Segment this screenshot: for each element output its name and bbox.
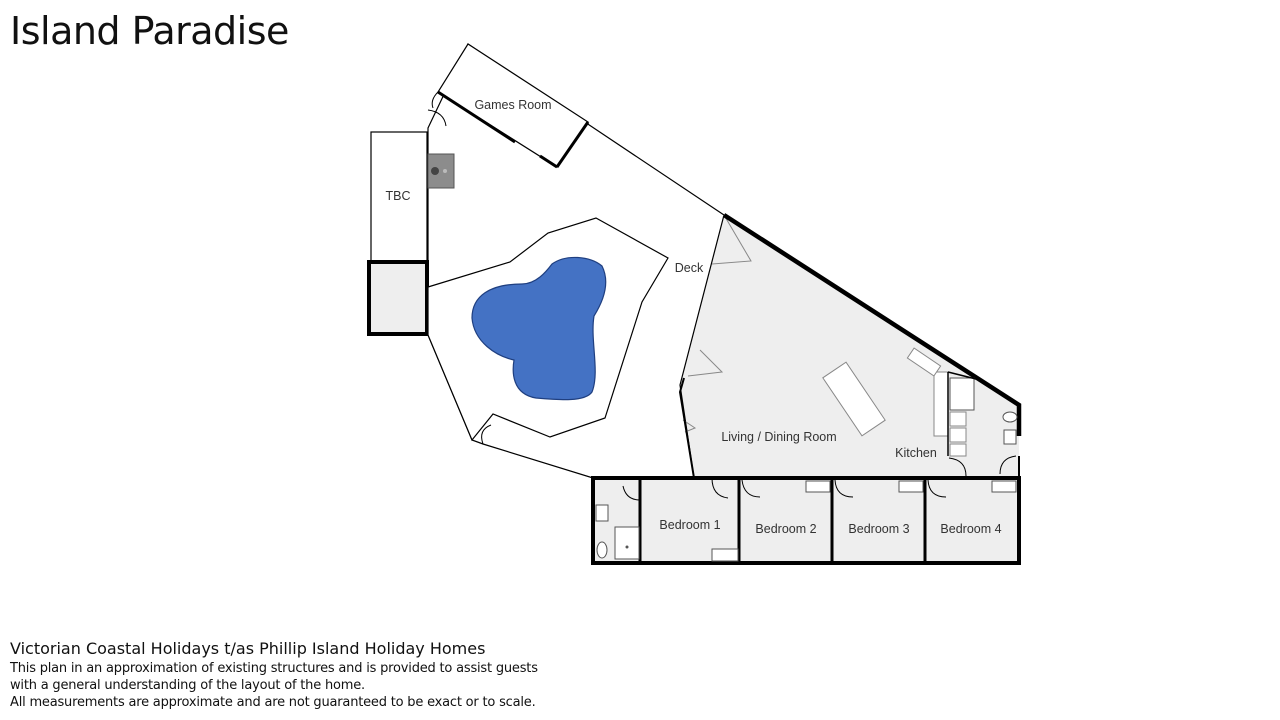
bbq-knob-icon (443, 169, 447, 173)
wardrobe-icon (898, 480, 924, 493)
cabinet-icon (949, 443, 967, 457)
page-title: Island Paradise (10, 9, 289, 53)
label-bedroom-2: Bedroom 2 (755, 522, 816, 536)
bedroom-wing-floor (593, 478, 1019, 563)
door-swing (927, 479, 947, 498)
door-swing (741, 479, 761, 498)
basin-icon (595, 504, 609, 522)
deck-steps (682, 419, 697, 433)
dining-table (822, 361, 886, 437)
cabinet-icon (949, 427, 967, 443)
door-swing (948, 457, 967, 477)
company-name: Victorian Coastal Holidays t/as Phillip … (10, 639, 486, 658)
footer: Victorian Coastal Holidays t/as Phillip … (10, 638, 538, 711)
label-deck: Deck (675, 261, 704, 275)
door-swing (431, 91, 439, 109)
bedroom-wing-outline (591, 476, 1021, 565)
label-bedroom-1: Bedroom 1 (659, 518, 720, 532)
toilet-icon (1002, 411, 1018, 423)
wardrobe-icon (991, 480, 1017, 493)
door-swing (999, 455, 1017, 475)
laundry-wall (947, 371, 981, 381)
label-bedroom-4: Bedroom 4 (940, 522, 1001, 536)
drain-icon (625, 545, 629, 549)
deck-steps (711, 214, 752, 265)
deck-outline (427, 43, 725, 479)
door-swing (427, 109, 447, 127)
disclaimer-line: with a general understanding of the layo… (10, 678, 365, 693)
bbq-knob-icon (431, 167, 439, 175)
house-wall (722, 213, 1022, 436)
games-room-wall (539, 154, 558, 169)
pool (471, 256, 607, 401)
label-kitchen: Kitchen (895, 446, 937, 460)
kitchen-bench (933, 371, 949, 437)
deck-steps (687, 349, 724, 377)
label-living-dining: Living / Dining Room (721, 430, 836, 444)
basin-icon (1003, 429, 1017, 445)
kitchen-cabinet (906, 347, 942, 377)
door-swing (834, 479, 854, 498)
wardrobe-icon (711, 548, 739, 562)
storage-room (367, 260, 429, 336)
tbc-room-outline (370, 131, 428, 263)
shower-icon (614, 526, 640, 560)
door-swing (622, 485, 641, 501)
disclaimer-line: All measurements are approximate and are… (10, 695, 536, 710)
glass-wall (678, 377, 695, 479)
label-games-room: Games Room (474, 98, 551, 112)
disclaimer-line: This plan in an approximation of existin… (10, 661, 538, 676)
label-tbc: TBC (386, 189, 411, 203)
games-room-wall (437, 90, 516, 144)
toilet-icon (596, 541, 608, 559)
label-bedroom-3: Bedroom 3 (848, 522, 909, 536)
wardrobe-icon (805, 480, 831, 493)
games-room-wall (555, 121, 590, 168)
door-swing (481, 424, 492, 445)
cabinet-icon (949, 411, 967, 427)
fridge-icon (949, 377, 975, 411)
door-swing (711, 477, 729, 499)
